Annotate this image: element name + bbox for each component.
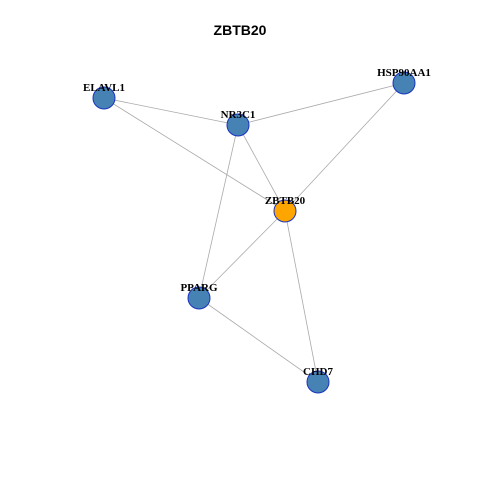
edge-hsp90aa1-zbtb20 [284,82,405,212]
node-label-elavl1: ELAVL1 [83,82,125,94]
node-label-nr3c1: NR3C1 [221,109,256,121]
node-label-zbtb20: ZBTB20 [265,195,306,207]
edge-zbtb20-chd7 [284,210,319,383]
edge-zbtb20-pparg [198,210,286,299]
edge-elavl1-nr3c1 [103,97,239,126]
edges-layer [103,82,405,383]
node-elavl1 [92,86,116,110]
edge-nr3c1-zbtb20 [237,124,286,212]
node-label-hsp90aa1: HSP90AA1 [377,67,431,79]
node-hsp90aa1 [392,71,416,95]
edge-pparg-chd7 [198,297,319,383]
edge-nr3c1-pparg [198,124,239,299]
nodes-layer [92,71,416,394]
node-label-pparg: PPARG [180,282,218,294]
edge-elavl1-zbtb20 [103,97,286,212]
node-pparg [187,286,211,310]
graph-title: ZBTB20 [213,22,267,38]
node-label-chd7: CHD7 [303,366,333,378]
node-zbtb20 [273,199,297,223]
node-chd7 [306,370,330,394]
node-nr3c1 [226,113,250,137]
edge-hsp90aa1-nr3c1 [237,82,405,126]
